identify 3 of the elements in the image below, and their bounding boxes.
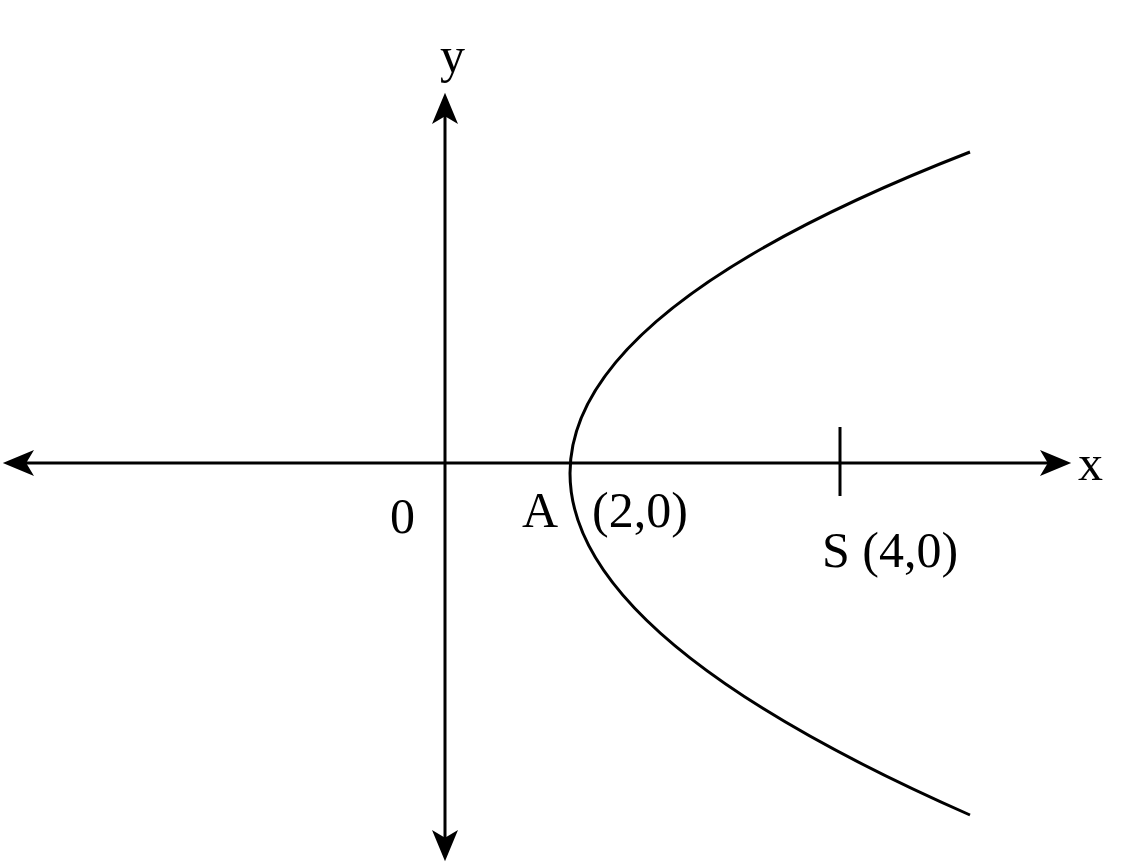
origin-label: 0: [390, 491, 415, 541]
point-label: A: [522, 485, 559, 535]
axis-label: x: [1078, 438, 1103, 488]
